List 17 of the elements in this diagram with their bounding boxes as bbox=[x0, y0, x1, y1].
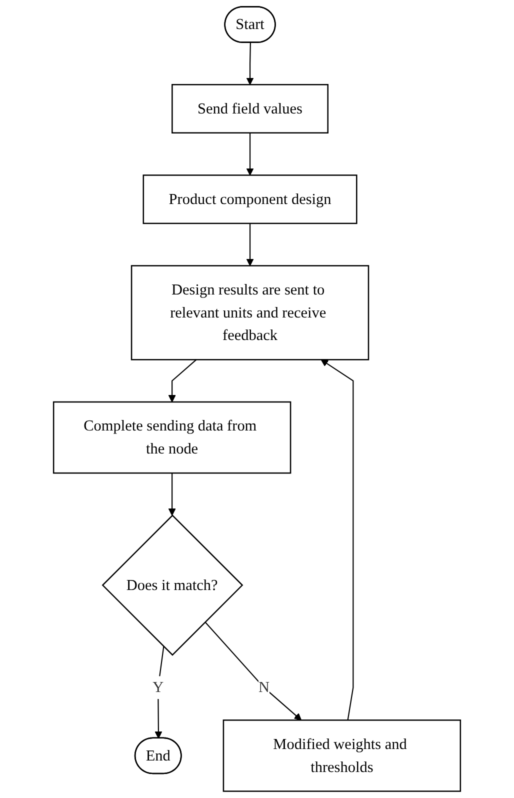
process-box: Product component design bbox=[142, 174, 358, 224]
arrow bbox=[168, 359, 197, 402]
arrow bbox=[154, 646, 164, 739]
arrow bbox=[246, 132, 254, 176]
decision-diamond: Does it match? bbox=[102, 514, 244, 656]
process-box: Design results are sent to relevant units and receive feedback bbox=[130, 265, 370, 360]
terminal-box: Start bbox=[224, 6, 276, 43]
terminal-box: End bbox=[134, 737, 182, 774]
arrow bbox=[204, 622, 302, 720]
arrow bbox=[168, 473, 176, 516]
process-box: Complete sending data from the node bbox=[52, 401, 292, 474]
arrow bbox=[246, 42, 254, 85]
arrow bbox=[320, 359, 354, 720]
process-box: Send field values bbox=[172, 84, 328, 134]
process-box: Modified weights and thresholds bbox=[222, 720, 462, 792]
edge-label: Y bbox=[152, 676, 164, 699]
arrow bbox=[246, 223, 254, 266]
